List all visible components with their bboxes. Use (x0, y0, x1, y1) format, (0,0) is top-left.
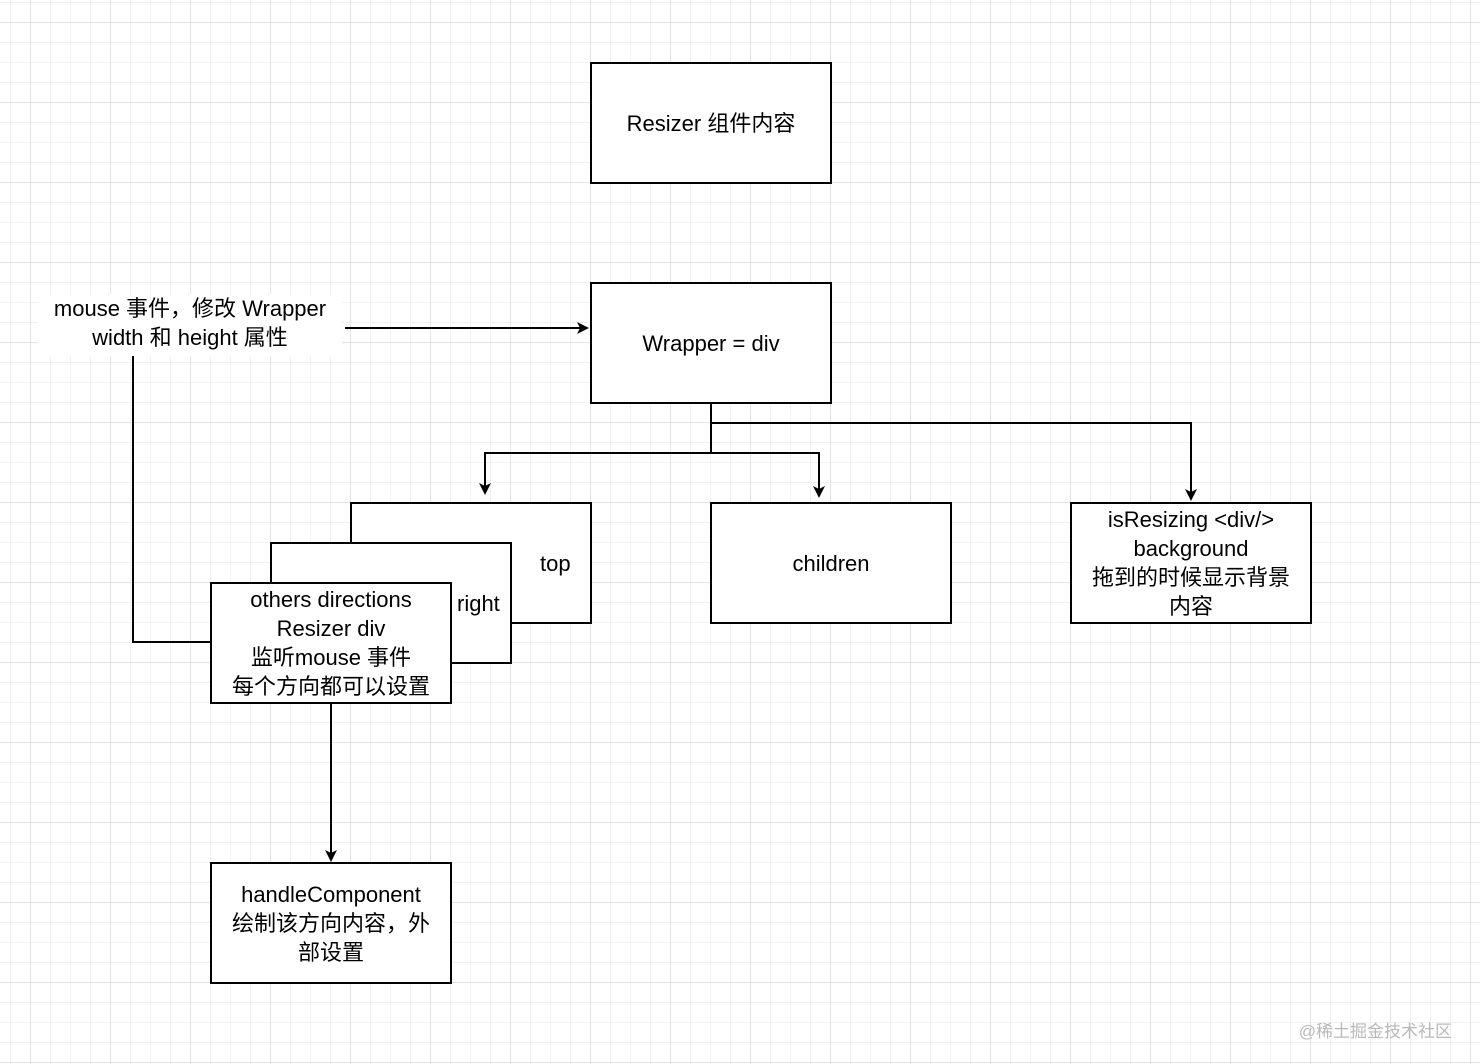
wrapper-box: Wrapper = div (590, 282, 832, 404)
watermark-text: @稀土掘金技术社区 (1298, 1022, 1452, 1041)
is-resizing-line-3: 拖到的时候显示背景 (1091, 565, 1290, 590)
children-label: children (792, 550, 870, 576)
is-resizing-line-4: 内容 (1168, 594, 1213, 619)
resizer-content-label: Resizer 组件内容 (626, 110, 796, 136)
mouse-event-note-line-2: width 和 height 属性 (92, 325, 288, 350)
handle-component-box: handleComponent 绘制该方向内容，外 部设置 (210, 862, 452, 984)
top-label: top (540, 551, 571, 576)
edge-others-to-mouse-note (132, 356, 210, 643)
mouse-event-note: mouse 事件，修改 Wrapper width 和 height 属性 (38, 294, 342, 356)
others-line-2: Resizer div (276, 616, 386, 641)
handle-component-line-3: 部设置 (297, 939, 364, 965)
right-label: right (457, 591, 500, 616)
others-line-1: others directions (250, 587, 412, 612)
is-resizing-line-2: background (1133, 536, 1249, 561)
others-resizer-box: others directions Resizer div 监听mouse 事件… (210, 582, 452, 704)
edge-wrapper-to-top (479, 403, 712, 495)
edge-wrapper-to-isresizing (711, 422, 1197, 501)
mouse-event-note-line-1: mouse 事件，修改 Wrapper (53, 296, 327, 321)
resizer-content-box: Resizer 组件内容 (590, 62, 832, 184)
is-resizing-box: isResizing <div/> background 拖到的时候显示背景 内… (1070, 502, 1312, 624)
children-box: children (710, 502, 952, 624)
handle-component-line-1: handleComponent (241, 881, 421, 907)
handle-component-line-2: 绘制该方向内容，外 (231, 910, 430, 936)
others-line-4: 每个方向都可以设置 (231, 674, 430, 699)
is-resizing-line-1: isResizing <div/> (1107, 507, 1275, 532)
others-line-3: 监听mouse 事件 (250, 645, 412, 670)
wrapper-label: Wrapper = div (642, 330, 780, 356)
edge-wrapper-to-children (711, 452, 825, 498)
